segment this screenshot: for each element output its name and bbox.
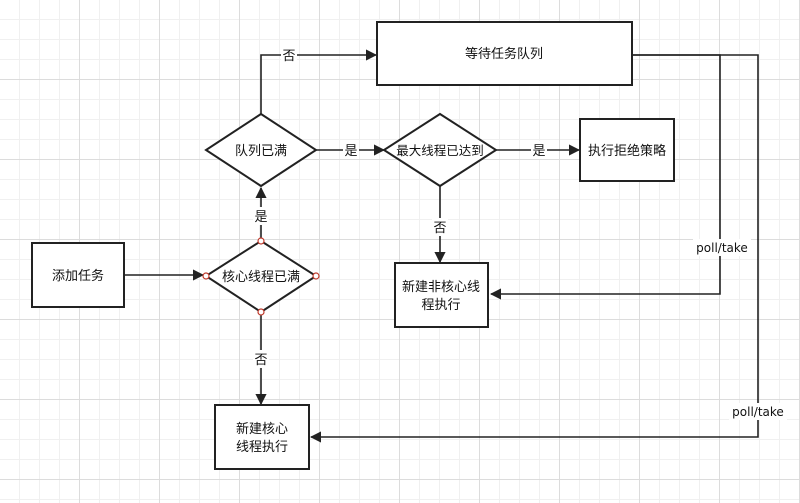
node-max-reached: 最大线程已达到	[382, 112, 498, 188]
node-core-full-label: 核心线程已满	[222, 270, 300, 285]
node-queue-full-label: 队列已满	[235, 144, 287, 159]
selection-handle-top[interactable]	[257, 237, 265, 245]
edge-poll-to-new-core	[309, 54, 759, 443]
node-new-noncore: 新建非核心线 程执行	[394, 262, 489, 328]
edge-queue-to-wait	[260, 49, 378, 114]
label-no-max-to-noncore: 否	[433, 221, 446, 236]
node-new-noncore-line1: 新建非核心线	[402, 279, 480, 295]
node-reject: 执行拒绝策略	[579, 118, 675, 182]
selection-handle-left[interactable]	[202, 272, 210, 280]
node-new-core-line1: 新建核心	[236, 421, 288, 437]
label-no-queue-to-wait: 否	[282, 49, 295, 64]
label-yes-max-to-reject: 是	[532, 144, 545, 159]
node-core-full: 核心线程已满	[202, 237, 320, 316]
node-add-task-label: 添加任务	[52, 268, 104, 284]
label-no-core-to-new-core: 否	[254, 353, 267, 368]
node-add-task: 添加任务	[31, 242, 125, 308]
node-reject-label: 执行拒绝策略	[588, 143, 666, 159]
label-yes-queue-to-max: 是	[344, 144, 357, 159]
selection-handle-right[interactable]	[312, 272, 320, 280]
label-yes-core-to-queue: 是	[254, 210, 267, 225]
node-wait-queue-label: 等待任务队列	[465, 46, 543, 62]
node-wait-queue: 等待任务队列	[376, 21, 633, 86]
label-poll-take-1: poll/take	[696, 241, 748, 255]
node-new-noncore-line2: 程执行	[421, 298, 460, 313]
node-new-core: 新建核心 线程执行	[214, 404, 310, 470]
label-poll-take-2: poll/take	[732, 405, 784, 419]
node-max-reached-label: 最大线程已达到	[396, 143, 484, 158]
node-queue-full: 队列已满	[204, 112, 318, 188]
node-new-core-line2: 线程执行	[236, 440, 288, 455]
selection-handle-bottom[interactable]	[257, 308, 265, 316]
